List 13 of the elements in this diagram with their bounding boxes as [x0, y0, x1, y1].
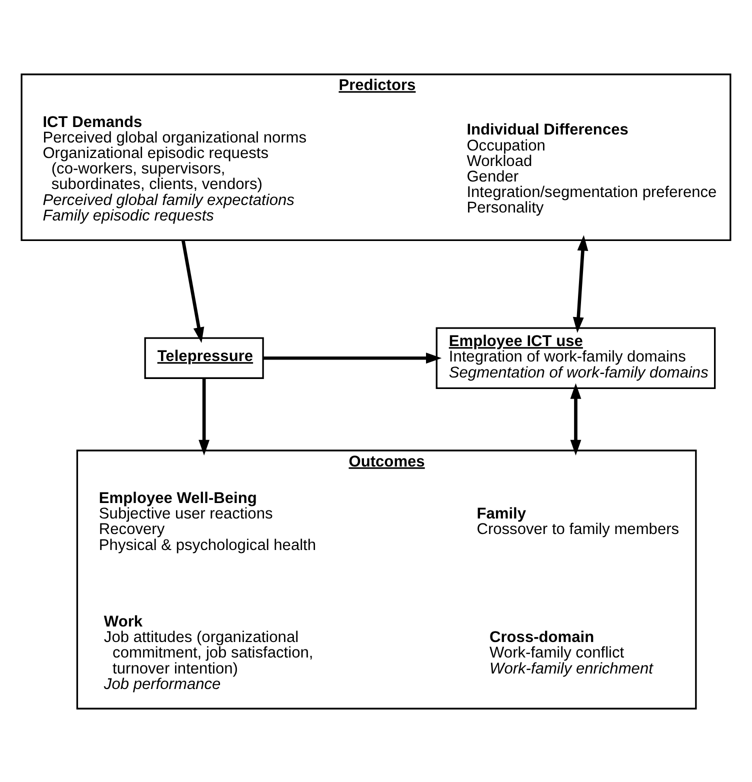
node-text: Employee Well-Being Subjective user reactions Recovery Physical & psychological health: [98, 490, 316, 554]
arrow: [570, 382, 582, 456]
arrow: [198, 378, 210, 456]
node-box: Employee ICT use Integration of work-family domains Segmentation of work-family domains: [436, 326, 716, 388]
arrow: [181, 239, 204, 342]
node-text: Cross-domain Work-family conflict Work-family enrichment: [490, 628, 653, 677]
node-text: Family Crossover to family members: [476, 505, 680, 538]
arrow: [263, 352, 442, 364]
node-box: Telepressure: [144, 336, 264, 378]
node-text: Individual Differences Occupation Workload Gender Integration/segmentation preference Personality: [466, 121, 717, 216]
arrow: [572, 234, 588, 332]
node-text: Work Job attitudes (organizational commitment, job satisfaction, turnover intention) Job performance: [104, 613, 314, 692]
node-text: ICT Demands Perceived global organizational norms Organizational episodic requests (co-workers, supervisors, subordinates, clients, vendors) Perceived global family expectations Family episodic requests: [42, 113, 307, 224]
